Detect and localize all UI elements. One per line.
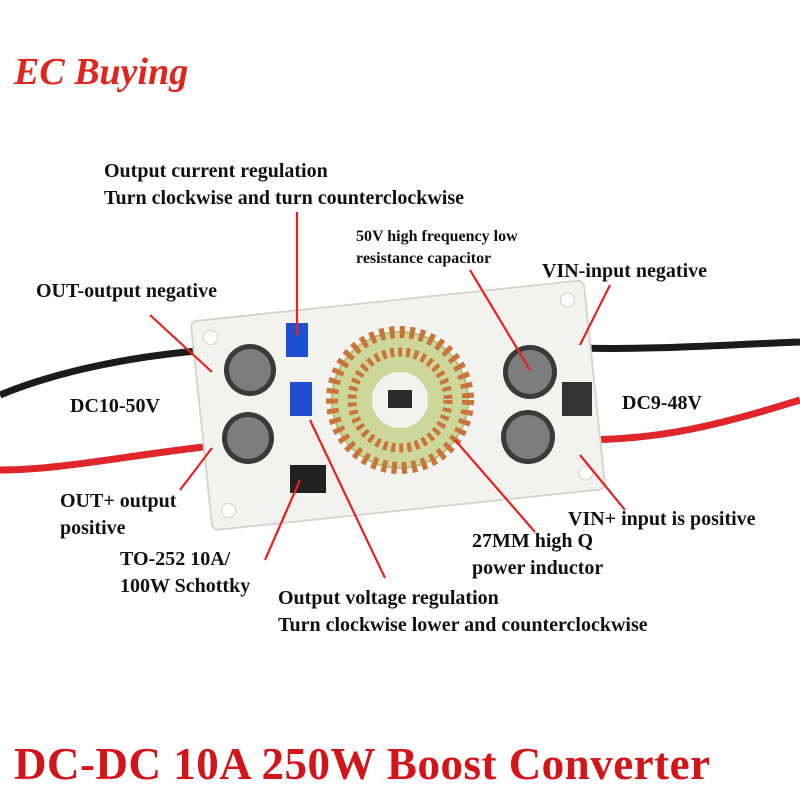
input-negative-wire [579, 338, 800, 352]
inductor-line1: 27MM high Q [472, 530, 594, 552]
capacitor-label-line2: resistance capacitor [356, 250, 492, 267]
input-positive-wire [579, 396, 800, 444]
brand-logo: EC Buying [14, 51, 189, 93]
output-positive-wire [0, 442, 213, 474]
vin-negative-label: VIN-input negative [542, 260, 708, 282]
pointer-lines [149, 212, 626, 579]
product-title: DC-DC 10A 250W Boost Converter [14, 739, 711, 789]
inductor-line2: power inductor [472, 557, 604, 579]
out-positive-line2: positive [60, 517, 126, 539]
current-regulation-line2: Turn clockwise and turn counterclockwise [104, 187, 465, 209]
output-range-label: DC10-50V [70, 395, 160, 417]
input-range-label: DC9-48V [622, 392, 702, 414]
vin-positive-label: VIN+ input is positive [568, 508, 756, 530]
input-diode [562, 382, 592, 416]
schottky-line2: 100W Schottky [120, 575, 251, 597]
capacitor-label-line1: 50V high frequency low [356, 228, 518, 245]
voltage-regulation-line2: Turn clockwise lower and counterclockwis… [278, 614, 648, 636]
toroid-inductor [326, 326, 474, 474]
voltage-potentiometer [290, 382, 312, 416]
schottky-line1: TO-252 10A/ [120, 548, 231, 570]
out-negative-label: OUT-output negative [36, 280, 217, 302]
output-negative-wire [0, 346, 211, 399]
out-positive-line1: OUT+ output [60, 490, 177, 512]
current-regulation-line1: Output current regulation [104, 160, 328, 182]
current-potentiometer [286, 323, 308, 357]
voltage-regulation-line1: Output voltage regulation [278, 587, 499, 609]
input-capacitors [501, 345, 557, 464]
output-capacitors [222, 344, 276, 464]
